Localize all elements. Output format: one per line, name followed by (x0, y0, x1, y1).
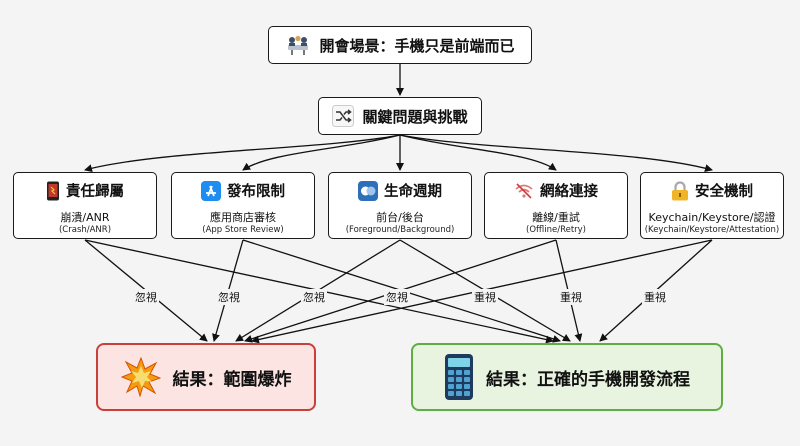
category-detail: 前台/後台 (376, 211, 424, 224)
category-detail-en: (Crash/ANR) (58, 225, 112, 235)
meeting-icon (288, 35, 309, 55)
category-network: 網絡連接 離線/重試 (Offline/Retry) (484, 172, 628, 239)
wifi-off-icon (515, 182, 533, 199)
category-responsibility: 責任歸屬 崩潰/ANR (Crash/ANR) (13, 172, 157, 239)
category-detail-en: (Keychain/Keystore/Attestation) (644, 225, 780, 235)
edge-mid-to-cat-4 (399, 134, 557, 171)
category-lifecycle: 生命週期 前台/後台 (Foreground/Background) (328, 172, 472, 239)
result-scope-explosion: 結果：範圍爆炸 (96, 343, 316, 411)
edge-label-value: 重視 (472, 289, 498, 305)
explosion-icon (120, 357, 161, 397)
category-title: 責任歸屬 (66, 184, 124, 200)
category-title: 發布限制 (227, 184, 285, 200)
result-correct-process: 結果：正確的手機開發流程 (411, 343, 723, 411)
meeting-scenario-label: 開會場景：手機只是前端而已 (319, 36, 515, 55)
lock-icon (672, 180, 688, 200)
node-key-challenges: 關鍵問題與挑戰 (318, 97, 482, 135)
toggle-icon (358, 180, 378, 201)
edge-label-value: 重視 (642, 289, 668, 305)
category-detail-en: (Foreground/Background) (345, 225, 455, 235)
edge-mid-to-cat-5 (399, 134, 713, 172)
category-release-limits: 發布限制 應用商店審核 (App Store Review) (171, 172, 315, 239)
edge-mid-to-cat-2 (242, 134, 401, 171)
result-bad-label: 結果：範圍爆炸 (172, 369, 292, 390)
phone-icon (47, 181, 59, 200)
category-detail: Keychain/Keystore/認證 (648, 211, 776, 224)
category-detail: 崩潰/ANR (60, 211, 110, 224)
category-detail: 離線/重試 (532, 211, 580, 224)
category-title: 生命週期 (384, 184, 442, 200)
edge-label-ignore: 忽視 (384, 289, 410, 305)
result-good-label: 結果：正確的手機開發流程 (486, 369, 690, 390)
edge-label-ignore: 忽視 (301, 289, 327, 305)
category-detail-en: (Offline/Retry) (526, 225, 586, 235)
category-title: 網絡連接 (540, 184, 598, 200)
calculator-phone-icon (445, 354, 473, 400)
category-title: 安全機制 (695, 184, 753, 200)
edge-label-ignore: 忽視 (216, 289, 242, 305)
category-detail-en: (App Store Review) (202, 225, 284, 235)
shuffle-icon (332, 105, 355, 127)
edge-label-ignore: 忽視 (133, 289, 159, 305)
app-store-icon (201, 180, 221, 201)
category-detail: 應用商店審核 (210, 211, 276, 224)
category-security: 安全機制 Keychain/Keystore/認證 (Keychain/Keys… (640, 172, 784, 239)
key-challenges-label: 關鍵問題與挑戰 (362, 107, 468, 126)
node-meeting-scenario: 開會場景：手機只是前端而已 (268, 26, 532, 64)
edge-label-value: 重視 (558, 289, 584, 305)
edge-mid-to-cat-1 (84, 134, 401, 173)
